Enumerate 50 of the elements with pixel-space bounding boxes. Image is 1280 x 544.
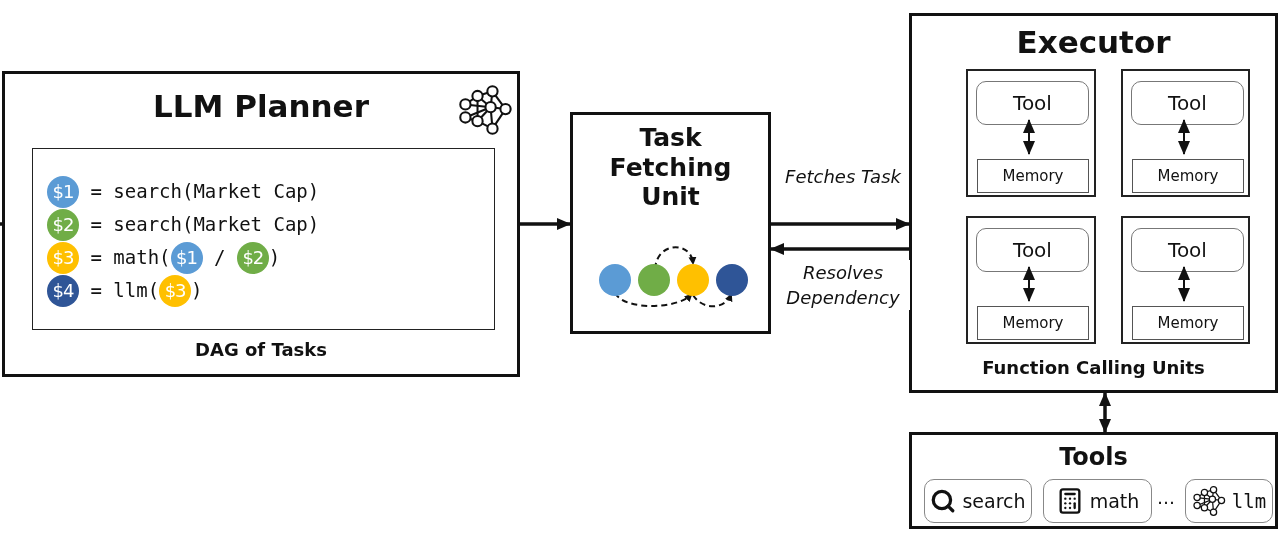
tool-chip [1043,479,1152,523]
panel-title: Executor [1016,24,1171,61]
memory-label: Memory [1002,167,1064,185]
tool-box [976,81,1089,125]
arrow [770,243,909,255]
code-line: $1 = search(Market Cap) [47,175,320,208]
tool-name: math [1089,490,1140,512]
arrow [771,218,910,230]
arrow [1178,266,1190,302]
unit-box [1121,69,1250,197]
unit-box [1121,216,1250,344]
tool-label: Tool [1168,91,1207,115]
code-line: $4 = llm($3) [47,274,203,307]
tool-box [976,228,1089,272]
memory-label: Memory [1157,314,1219,332]
memory-box [1132,306,1244,340]
tool-box [1131,81,1244,125]
tool-chip [924,479,1032,523]
memory-box [977,306,1089,340]
tool-label: Tool [1168,238,1207,262]
panel-title: LLM Planner [153,88,369,125]
panel-title: Task Fetching Unit [608,123,733,212]
unit-box [966,216,1096,344]
code-line: $2 = search(Market Cap) [47,208,320,241]
panel-caption: DAG of Tasks [195,339,327,360]
arrow [1099,392,1111,433]
component-panel [2,71,520,377]
memory-box [1132,159,1244,193]
code-line: $3 = math($1 / $2) [47,241,281,274]
memory-label: Memory [1157,167,1219,185]
unit-box [966,69,1096,197]
tool-label: Tool [1013,238,1052,262]
memory-label: Memory [1002,314,1064,332]
ellipsis: … [1156,486,1176,510]
component-panel [909,13,1278,393]
memory-box [977,159,1089,193]
tool-label: Tool [1013,91,1052,115]
arrow [520,218,571,230]
arrow [1023,119,1035,155]
arrow [1023,266,1035,302]
tool-box [1131,228,1244,272]
tool-chip [1185,479,1273,523]
panel-title: Tools [1059,443,1128,472]
component-panel [570,112,771,334]
tool-name: llm [1231,490,1267,512]
component-panel [909,432,1278,529]
code-box [32,148,495,330]
tool-name: search [962,490,1026,512]
arrow [1178,119,1190,155]
panel-caption: Function Calling Units [982,357,1205,378]
